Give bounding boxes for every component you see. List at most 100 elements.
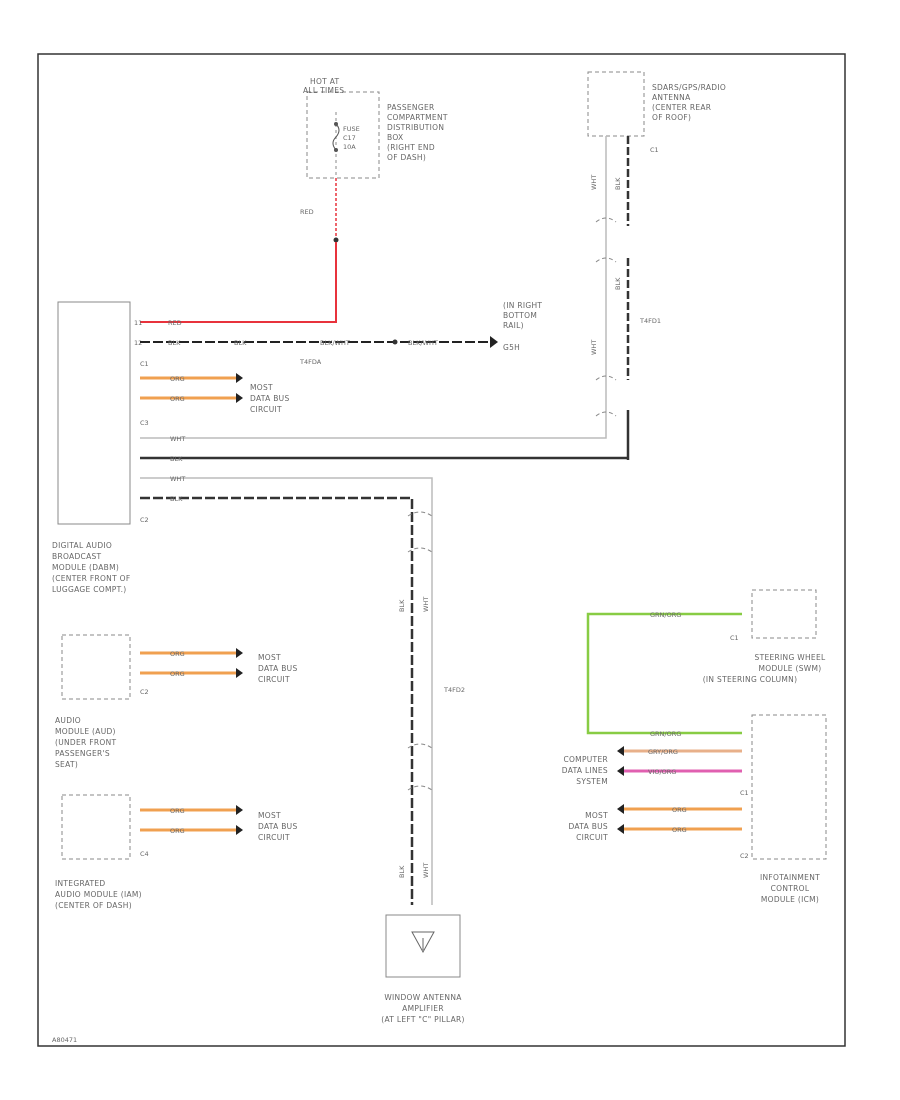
svg-text:BOX: BOX: [387, 133, 403, 142]
dab-most-wires: ORG ORG MOST DATA BUS CIRCUIT: [140, 373, 289, 414]
svg-text:BLK: BLK: [398, 865, 406, 878]
svg-text:MODULE (SWM): MODULE (SWM): [758, 664, 821, 673]
svg-text:ORG: ORG: [170, 827, 185, 835]
svg-text:LUGGAGE COMPT.): LUGGAGE COMPT.): [52, 585, 127, 594]
svg-text:MODULE (ICM): MODULE (ICM): [761, 895, 819, 904]
svg-text:(CENTER REAR: (CENTER REAR: [652, 103, 711, 112]
svg-text:BLK: BLK: [398, 599, 406, 612]
svg-text:BLK/WHT: BLK/WHT: [320, 339, 350, 347]
ground-tag: T4FDA: [299, 358, 322, 366]
svg-text:MOST: MOST: [585, 811, 608, 820]
steering-wheel-module: C1 STEERING WHEEL MODULE (SWM) (IN STEER…: [586, 589, 826, 738]
svg-text:C3: C3: [140, 419, 149, 427]
svg-text:BLK: BLK: [614, 177, 622, 190]
svg-text:INFOTAINMENT: INFOTAINMENT: [760, 873, 820, 882]
svg-text:(CENTER OF DASH): (CENTER OF DASH): [55, 901, 132, 910]
svg-text:DIGITAL AUDIO: DIGITAL AUDIO: [52, 541, 112, 550]
svg-text:PASSENGER: PASSENGER: [387, 103, 435, 112]
hot-at-line1: HOT AT: [310, 77, 340, 86]
svg-text:CIRCUIT: CIRCUIT: [250, 405, 282, 414]
ground-wire: BLK BLK BLK/WHT BLK/WHT T4FDA (IN RIGHT …: [140, 301, 542, 366]
svg-text:RAIL): RAIL): [503, 321, 524, 330]
svg-text:SEAT): SEAT): [55, 760, 78, 769]
svg-text:BLK: BLK: [170, 455, 183, 463]
svg-text:C1: C1: [730, 634, 739, 642]
svg-text:OF ROOF): OF ROOF): [652, 113, 691, 122]
svg-text:ORG: ORG: [170, 650, 185, 658]
svg-text:(IN STEERING COLUMN): (IN STEERING COLUMN): [703, 675, 798, 684]
svg-text:MODULE (DABM): MODULE (DABM): [52, 563, 119, 572]
svg-text:ORG: ORG: [672, 826, 687, 834]
svg-text:C1: C1: [140, 360, 149, 368]
svg-text:(AT LEFT "C" PILLAR): (AT LEFT "C" PILLAR): [381, 1015, 465, 1024]
svg-text:(RIGHT END: (RIGHT END: [387, 143, 435, 152]
svg-text:ORG: ORG: [170, 395, 185, 403]
svg-text:BLK: BLK: [168, 339, 181, 347]
svg-text:DATA BUS: DATA BUS: [258, 664, 298, 673]
svg-text:GRN/ORG: GRN/ORG: [650, 730, 681, 738]
svg-text:C2: C2: [140, 516, 149, 524]
svg-text:CIRCUIT: CIRCUIT: [258, 833, 290, 842]
svg-text:BLK/WHT: BLK/WHT: [408, 339, 438, 347]
svg-text:DATA BUS: DATA BUS: [258, 822, 298, 831]
svg-text:ORG: ORG: [170, 807, 185, 815]
infotainment-control-module: C1 C2 GRY/ORG VIO/ORG COMPUTER DATA LINE…: [562, 714, 827, 904]
svg-text:ORG: ORG: [672, 806, 687, 814]
svg-text:OF DASH): OF DASH): [387, 153, 426, 162]
svg-text:WHT: WHT: [170, 435, 185, 443]
svg-text:C2: C2: [140, 688, 149, 696]
svg-text:ORG: ORG: [170, 375, 185, 383]
svg-text:BROADCAST: BROADCAST: [52, 552, 102, 561]
svg-text:AUDIO: AUDIO: [55, 716, 81, 725]
svg-text:COMPUTER: COMPUTER: [563, 755, 608, 764]
svg-text:SDARS/GPS/RADIO: SDARS/GPS/RADIO: [652, 83, 726, 92]
splice-upper: T4FD1: [639, 317, 661, 325]
svg-text:(CENTER FRONT OF: (CENTER FRONT OF: [52, 574, 130, 583]
integrated-audio-module: C4 ORG ORG MOST DATA BUS CIRCUIT INTEGRA…: [55, 794, 298, 910]
svg-text:WHT: WHT: [170, 475, 185, 483]
svg-text:CIRCUIT: CIRCUIT: [258, 675, 290, 684]
svg-text:MODULE (AUD): MODULE (AUD): [55, 727, 116, 736]
svg-text:BLK: BLK: [170, 495, 183, 503]
svg-text:SYSTEM: SYSTEM: [576, 777, 608, 786]
wire-red-h: RED: [168, 319, 182, 327]
svg-text:WHT: WHT: [590, 175, 598, 190]
hot-at-line2: ALL TIMES: [303, 86, 344, 95]
svg-text:ANTENNA: ANTENNA: [652, 93, 691, 102]
svg-text:G5H: G5H: [503, 343, 520, 352]
diagram-id: A80471: [52, 1036, 77, 1044]
svg-text:12: 12: [134, 339, 142, 347]
svg-text:ORG: ORG: [170, 670, 185, 678]
svg-text:BLK: BLK: [614, 277, 622, 290]
svg-text:BOTTOM: BOTTOM: [503, 311, 537, 320]
svg-text:STEERING WHEEL: STEERING WHEEL: [755, 653, 826, 662]
diagram-frame: [37, 53, 846, 1047]
svg-text:DATA LINES: DATA LINES: [562, 766, 608, 775]
svg-text:WINDOW ANTENNA: WINDOW ANTENNA: [384, 993, 462, 1002]
roof-antenna: SDARS/GPS/RADIO ANTENNA (CENTER REAR OF …: [140, 71, 726, 463]
red-feed-wire: RED RED: [140, 178, 339, 327]
svg-text:PASSENGER'S: PASSENGER'S: [55, 749, 110, 758]
svg-text:AUDIO MODULE (IAM): AUDIO MODULE (IAM): [55, 890, 142, 899]
svg-text:AMPLIFIER: AMPLIFIER: [402, 1004, 444, 1013]
svg-text:CONTROL: CONTROL: [771, 884, 810, 893]
svg-text:WHT: WHT: [590, 340, 598, 355]
audio-module: C2 ORG ORG MOST DATA BUS CIRCUIT AUDIO M…: [55, 634, 298, 769]
svg-text:DISTRIBUTION: DISTRIBUTION: [387, 123, 444, 132]
svg-text:WHT: WHT: [422, 863, 430, 878]
svg-text:DATA BUS: DATA BUS: [568, 822, 608, 831]
window-antenna-wires: WHT BLK BLK WHT BLK WHT T4FD2: [140, 475, 465, 905]
svg-text:MOST: MOST: [258, 653, 281, 662]
svg-text:BLK: BLK: [234, 339, 247, 347]
fuse-label2: C17: [343, 134, 356, 142]
wire-red-top: RED: [300, 208, 314, 216]
fuse-box: HOT AT ALL TIMES FUSE C17 10A PASSENGER …: [303, 77, 448, 179]
svg-text:WHT: WHT: [422, 597, 430, 612]
svg-text:11: 11: [134, 319, 142, 327]
svg-text:C4: C4: [140, 850, 149, 858]
fuse-label3: 10A: [343, 143, 356, 151]
dab-module: DIGITAL AUDIO BROADCAST MODULE (DABM) (C…: [52, 301, 149, 594]
splice-lower: T4FD2: [443, 686, 465, 694]
svg-text:MOST: MOST: [258, 811, 281, 820]
svg-text:MOST: MOST: [250, 383, 273, 392]
